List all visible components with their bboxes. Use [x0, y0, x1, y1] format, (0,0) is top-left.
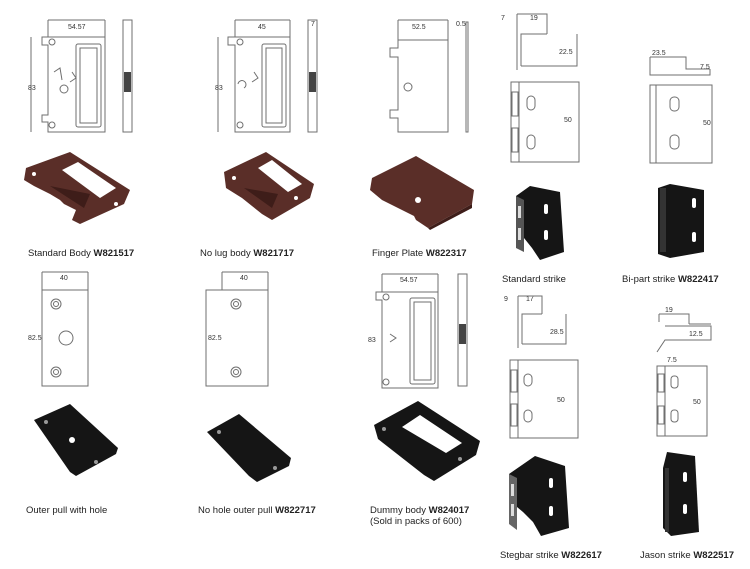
caption-bi-part-strike: Bi-part strike W822417: [622, 274, 719, 285]
dim-jason-depth: 12.5: [689, 331, 703, 338]
caption-jason-strike-name: Jason strike: [640, 550, 691, 561]
dim-dummy-body-height: 83: [368, 337, 376, 344]
dim-no-lug-height: 83: [215, 85, 223, 92]
caption-bi-part-strike-code: W822417: [677, 274, 719, 285]
dim-standard-strike-depth: 22.5: [559, 49, 573, 56]
dim-stegbar-left: 9: [504, 296, 508, 303]
dim-stegbar-top: 17: [526, 296, 534, 303]
outer-pull-nohole-photo: [205, 410, 295, 485]
dim-standard-strike-top: 19: [530, 15, 538, 22]
caption-dummy-body-name: Dummy body: [370, 505, 426, 516]
dim-stegbar-height: 50: [557, 397, 565, 404]
caption-standard-strike: Standard strike: [502, 274, 566, 285]
caption-stegbar-strike-name: Stegbar strike: [500, 550, 559, 561]
jason-strike-drawing: 19 12.5 7.5 50: [645, 300, 735, 440]
no-lug-body-drawing: 45 83 7: [198, 12, 328, 137]
dim-finger-plate-width: 52.5: [412, 24, 426, 31]
dim-bi-part-top: 23.5: [652, 50, 666, 57]
dim-jason-lip: 7.5: [667, 357, 677, 364]
caption-no-hole-outer-pull: No hole outer pull W822717: [198, 505, 316, 516]
stegbar-strike-photo: [505, 452, 575, 537]
dim-bi-part-height: 50: [703, 120, 711, 127]
outer-pull-hole-photo: [30, 400, 120, 480]
standard-strike-drawing: 7 19 22.5 50: [497, 10, 587, 165]
dummy-body-drawing: 54.57 83: [360, 268, 480, 393]
dim-jason-height: 50: [693, 399, 701, 406]
standard-body-drawing: 54.57 83: [20, 12, 150, 137]
dim-bi-part-depth: 7.5: [700, 64, 710, 71]
caption-jason-strike: Jason strike W822517: [640, 550, 734, 561]
caption-stegbar-strike: Stegbar strike W822617: [500, 550, 602, 561]
no-lug-body-photo: [222, 148, 317, 228]
standard-body-photo: [20, 148, 135, 228]
caption-dummy-body-code: W824017: [428, 505, 470, 516]
outer-pull-hole-drawing: 40 82.5: [20, 268, 100, 388]
stegbar-strike-drawing: 9 17 28.5 50: [500, 292, 590, 442]
caption-no-lug-body-code: W821717: [253, 248, 295, 259]
dim-standard-body-height: 83: [28, 85, 36, 92]
bi-part-strike-drawing: 23.5 7.5 50: [640, 45, 730, 165]
dim-no-lug-side: 7: [311, 21, 315, 28]
dim-outer-pull-hole-height: 82.5: [28, 335, 42, 342]
dim-outer-pull-hole-width: 40: [60, 275, 68, 282]
caption-standard-body: Standard Body W821517: [28, 248, 134, 259]
dim-stegbar-depth: 28.5: [550, 329, 564, 336]
caption-finger-plate-name: Finger Plate: [372, 248, 424, 259]
caption-outer-pull-hole: Outer pull with hole: [26, 505, 107, 516]
caption-jason-strike-code: W822517: [693, 550, 734, 561]
caption-standard-body-name: Standard Body: [28, 248, 91, 259]
caption-standard-strike-name: Standard strike: [502, 274, 566, 285]
finger-plate-drawing: 52.5 0.5: [370, 12, 480, 137]
dim-dummy-body-width: 54.57: [400, 277, 418, 284]
finger-plate-photo: [368, 150, 478, 230]
jason-strike-photo: [655, 448, 705, 538]
dim-outer-pull-nohole-height: 82.5: [208, 335, 222, 342]
dummy-body-photo: [372, 395, 482, 485]
caption-no-hole-outer-pull-code: W822717: [275, 505, 316, 516]
dim-no-lug-width: 45: [258, 24, 266, 31]
caption-no-lug-body: No lug body W821717: [200, 248, 294, 259]
outer-pull-nohole-drawing: 40 82.5: [200, 268, 280, 388]
caption-standard-body-code: W821517: [93, 248, 135, 259]
caption-dummy-body: Dummy body W824017 (Sold in packs of 600…: [370, 505, 490, 527]
caption-finger-plate: Finger Plate W822317: [372, 248, 467, 259]
dim-standard-strike-height: 50: [564, 117, 572, 124]
dim-standard-strike-left: 7: [501, 15, 505, 22]
standard-strike-photo: [510, 182, 570, 262]
caption-stegbar-strike-code: W822617: [561, 550, 602, 561]
caption-finger-plate-code: W822317: [425, 248, 467, 259]
caption-outer-pull-hole-name: Outer pull with hole: [26, 505, 108, 516]
dim-finger-plate-thickness: 0.5: [456, 21, 466, 28]
dim-jason-top: 19: [665, 307, 673, 314]
dim-outer-pull-nohole-width: 40: [240, 275, 248, 282]
caption-no-hole-outer-pull-name: No hole outer pull: [198, 505, 273, 516]
bi-part-strike-photo: [650, 182, 710, 262]
caption-no-lug-body-name: No lug body: [200, 248, 251, 259]
caption-dummy-body-note: (Sold in packs of 600): [370, 516, 462, 527]
dim-standard-body-width: 54.57: [68, 24, 86, 31]
caption-bi-part-strike-name: Bi-part strike: [622, 274, 676, 285]
